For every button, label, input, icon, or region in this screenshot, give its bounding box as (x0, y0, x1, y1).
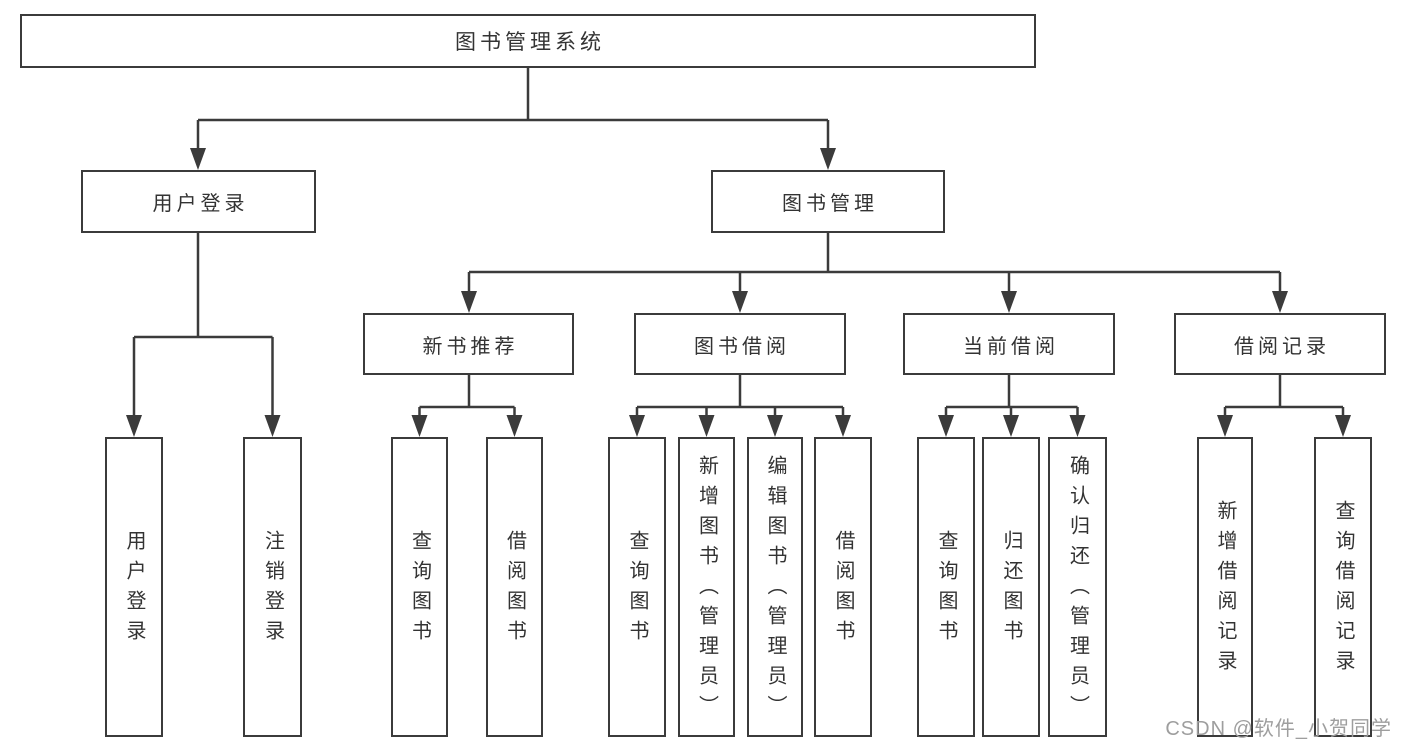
leaf-borrow-books-recommend: 借阅图书 (486, 437, 543, 737)
leaf-query-borrow-record: 查询借阅记录 (1314, 437, 1372, 737)
node-book-management-branch: 图书管理 (711, 170, 945, 233)
leaf-query-books-recommend: 查询图书 (391, 437, 448, 737)
node-user-login-branch: 用户登录 (81, 170, 316, 233)
arrowheads (126, 148, 1351, 437)
leaf-add-book-admin: 新增图书（管理员） (678, 437, 735, 737)
leaf-confirm-return-admin: 确认归还（管理员） (1048, 437, 1107, 737)
leaf-logout: 注销登录 (243, 437, 302, 737)
leaf-borrow-books-borrowing: 借阅图书 (814, 437, 872, 737)
node-library-management-system: 图书管理系统 (20, 14, 1036, 68)
node-borrowing-records: 借阅记录 (1174, 313, 1386, 375)
node-book-borrowing: 图书借阅 (634, 313, 846, 375)
leaf-query-books-borrowing: 查询图书 (608, 437, 666, 737)
csdn-watermark: CSDN @软件_小贺同学 (1165, 718, 1392, 740)
leaf-query-books-current: 查询图书 (917, 437, 975, 737)
leaf-add-borrow-record: 新增借阅记录 (1197, 437, 1253, 737)
node-new-book-recommendation: 新书推荐 (363, 313, 574, 375)
leaf-return-books: 归还图书 (982, 437, 1040, 737)
leaf-user-login: 用户登录 (105, 437, 163, 737)
leaf-edit-book-admin: 编辑图书（管理员） (747, 437, 803, 737)
node-current-borrowing: 当前借阅 (903, 313, 1115, 375)
